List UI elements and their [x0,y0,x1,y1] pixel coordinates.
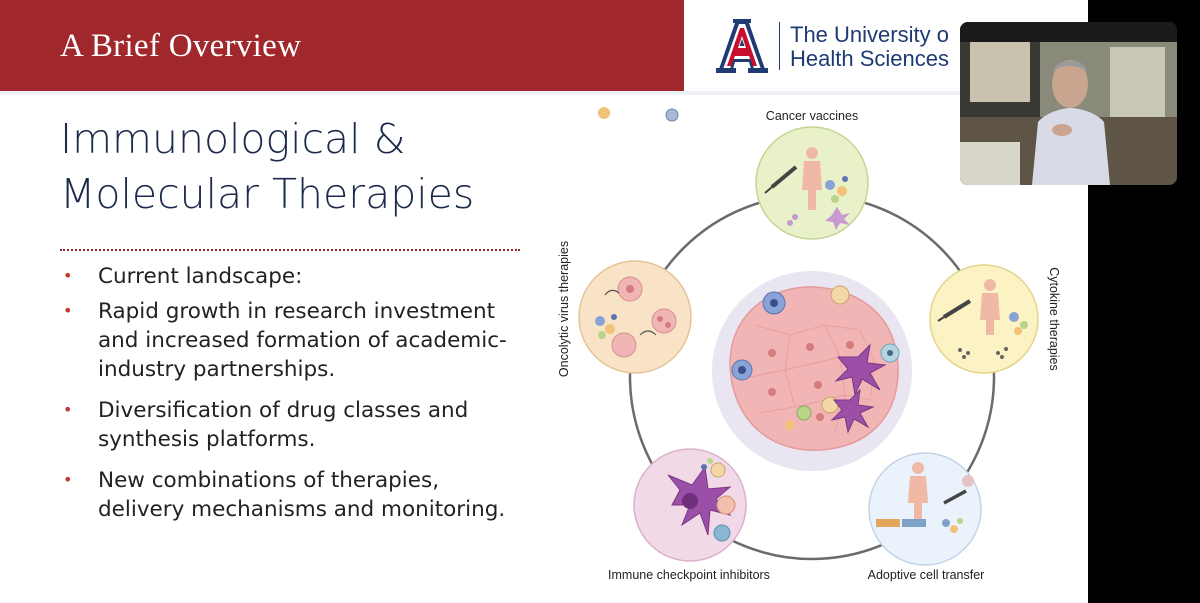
presenter-video-thumbnail-icon [960,22,1177,185]
bullet-dot-icon: • [63,470,73,489]
oncolytic-virus-therapies-label: Oncolytic virus therapies [557,241,571,377]
presentation-slide: A Brief Overview The University o Health… [0,0,1088,603]
decor-cell-icon [598,107,610,119]
cytokine-therapies-node [929,264,1039,374]
slide-heading-line2: Molecular Therapies [60,170,475,218]
dotted-divider [60,249,520,251]
cancer-vaccines-node [755,126,869,240]
bullet-item: •Diversification of drug classes and syn… [60,396,520,454]
slide-section-title: A Brief Overview [60,28,302,64]
cytokine-therapies-label: Cytokine therapies [1047,267,1061,371]
bullet-dot-icon: • [63,301,73,320]
title-bar: A Brief Overview [0,0,684,91]
bullet-item: •New combinations of therapies, delivery… [60,466,520,524]
oncolytic-virus-therapies-node [578,260,692,374]
bullet-item: •Rapid growth in research investment and… [60,297,520,384]
presenter-webcam[interactable] [960,22,1177,185]
bullet-item: •Current landscape: [60,262,520,291]
cancer-vaccines-label: Cancer vaccines [766,109,858,123]
slide-heading-line1: Immunological & [60,115,406,163]
scrollbar-handle[interactable] [376,585,786,591]
adoptive-cell-transfer-node [868,452,982,566]
therapy-diagram: Cancer vaccines Cytokine therapies [557,107,1061,582]
university-name: The University o [790,22,949,47]
college-name: Health Sciences [790,46,949,71]
tumor-illustration [712,271,912,471]
adoptive-cell-transfer-label: Adoptive cell transfer [868,568,985,582]
bullet-dot-icon: • [63,400,73,419]
bullet-list: •Current landscape: •Rapid growth in res… [60,262,520,536]
immune-checkpoint-inhibitors-node [633,448,747,562]
slide-heading: Immunological & Molecular Therapies [60,112,474,222]
logo-divider [779,22,780,70]
header-divider [0,91,1088,95]
arizona-a-logo-icon [716,19,768,73]
bullet-dot-icon: • [63,266,73,285]
immune-checkpoint-inhibitors-label: Immune checkpoint inhibitors [608,568,770,582]
decor-cell-icon [665,108,679,122]
